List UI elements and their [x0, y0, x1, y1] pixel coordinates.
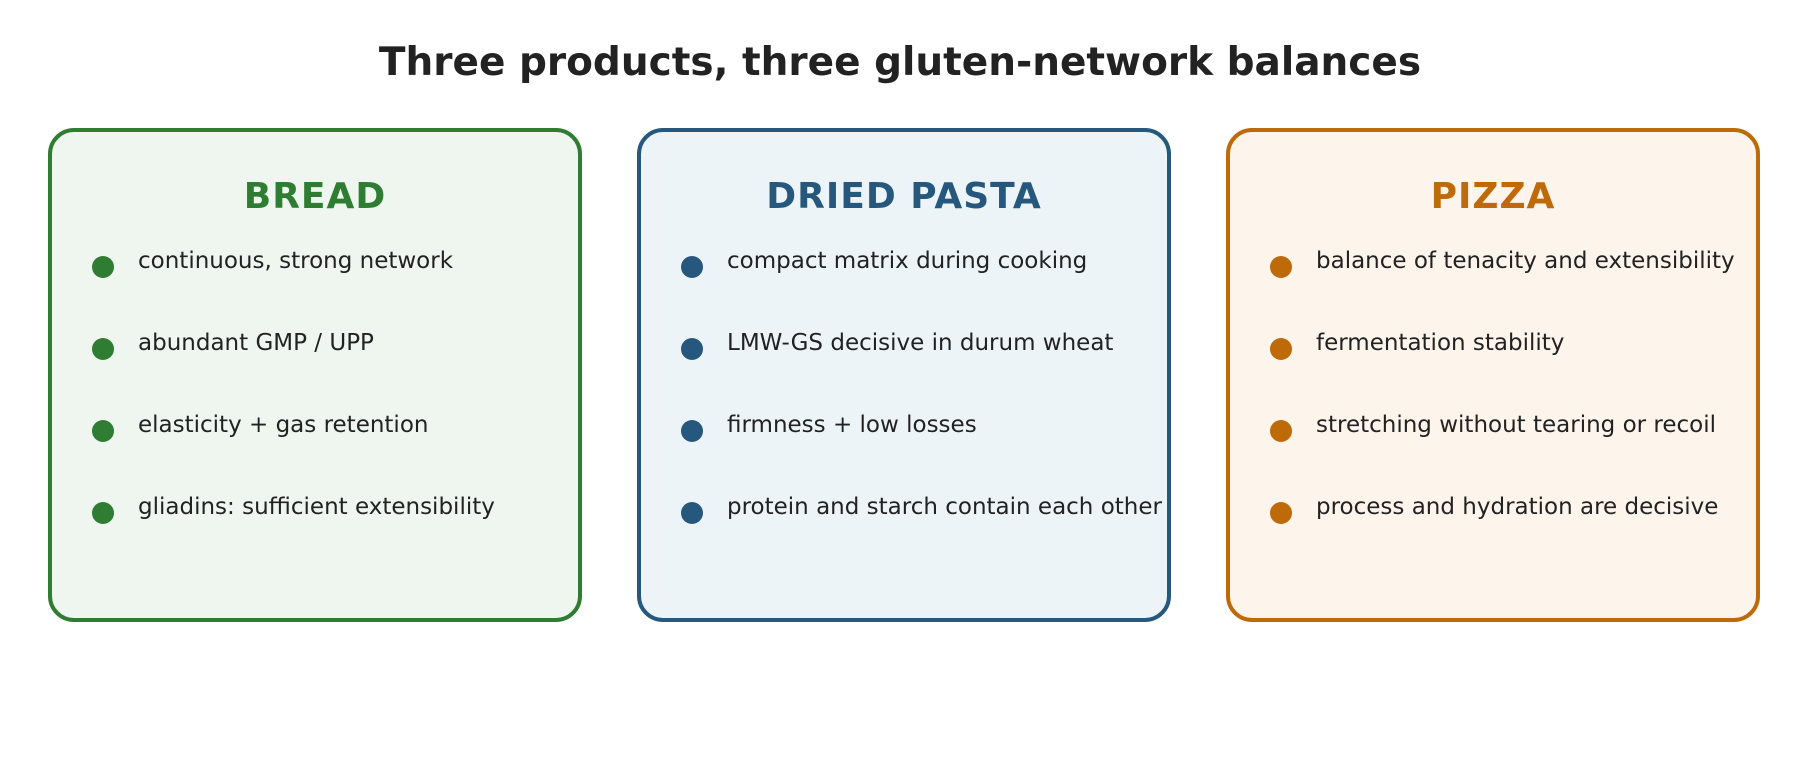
- list-item: continuous, strong network: [52, 246, 578, 328]
- bullet-icon: [92, 338, 114, 360]
- card-title: PIZZA: [1430, 176, 1556, 217]
- item-text: gliadins: sufficient extensibility: [138, 494, 495, 520]
- list-item: gliadins: sufficient extensibility: [52, 492, 578, 574]
- item-text: fermentation stability: [1316, 330, 1565, 356]
- list-item: elasticity + gas retention: [52, 410, 578, 492]
- bullet-icon: [681, 420, 703, 442]
- bullet-icon: [1270, 420, 1292, 442]
- bullet-icon: [1270, 502, 1292, 524]
- card-item-list: continuous, strong network abundant GMP …: [52, 246, 578, 574]
- item-text: compact matrix during cooking: [727, 248, 1088, 274]
- item-text: stretching without tearing or recoil: [1316, 412, 1717, 438]
- bullet-icon: [92, 256, 114, 278]
- item-text: process and hydration are decisive: [1316, 494, 1719, 520]
- bullet-icon: [681, 502, 703, 524]
- item-text: continuous, strong network: [138, 248, 454, 274]
- item-text: abundant GMP / UPP: [138, 330, 374, 356]
- list-item: protein and starch contain each other: [641, 492, 1167, 574]
- bullet-icon: [681, 256, 703, 278]
- card-pizza: PIZZA balance of tenacity and extensibil…: [1226, 128, 1760, 622]
- list-item: fermentation stability: [1230, 328, 1756, 410]
- list-item: LMW-GS decisive in durum wheat: [641, 328, 1167, 410]
- list-item: firmness + low losses: [641, 410, 1167, 492]
- card-bread: BREAD continuous, strong network abundan…: [48, 128, 582, 622]
- bullet-icon: [681, 338, 703, 360]
- card-dried-pasta: DRIED PASTA compact matrix during cookin…: [637, 128, 1171, 622]
- card-item-list: balance of tenacity and extensibility fe…: [1230, 246, 1756, 574]
- card-title: BREAD: [243, 176, 387, 217]
- bullet-icon: [1270, 338, 1292, 360]
- item-text: LMW-GS decisive in durum wheat: [727, 330, 1114, 356]
- item-text: balance of tenacity and extensibility: [1316, 248, 1735, 274]
- bullet-icon: [1270, 256, 1292, 278]
- list-item: process and hydration are decisive: [1230, 492, 1756, 574]
- list-item: balance of tenacity and extensibility: [1230, 246, 1756, 328]
- list-item: compact matrix during cooking: [641, 246, 1167, 328]
- item-text: protein and starch contain each other: [727, 494, 1162, 520]
- item-text: elasticity + gas retention: [138, 412, 429, 438]
- bullet-icon: [92, 420, 114, 442]
- list-item: abundant GMP / UPP: [52, 328, 578, 410]
- bullet-icon: [92, 502, 114, 524]
- item-text: firmness + low losses: [727, 412, 977, 438]
- card-item-list: compact matrix during cooking LMW-GS dec…: [641, 246, 1167, 574]
- page-title: Three products, three gluten-network bal…: [378, 40, 1422, 85]
- card-title: DRIED PASTA: [766, 176, 1042, 217]
- list-item: stretching without tearing or recoil: [1230, 410, 1756, 492]
